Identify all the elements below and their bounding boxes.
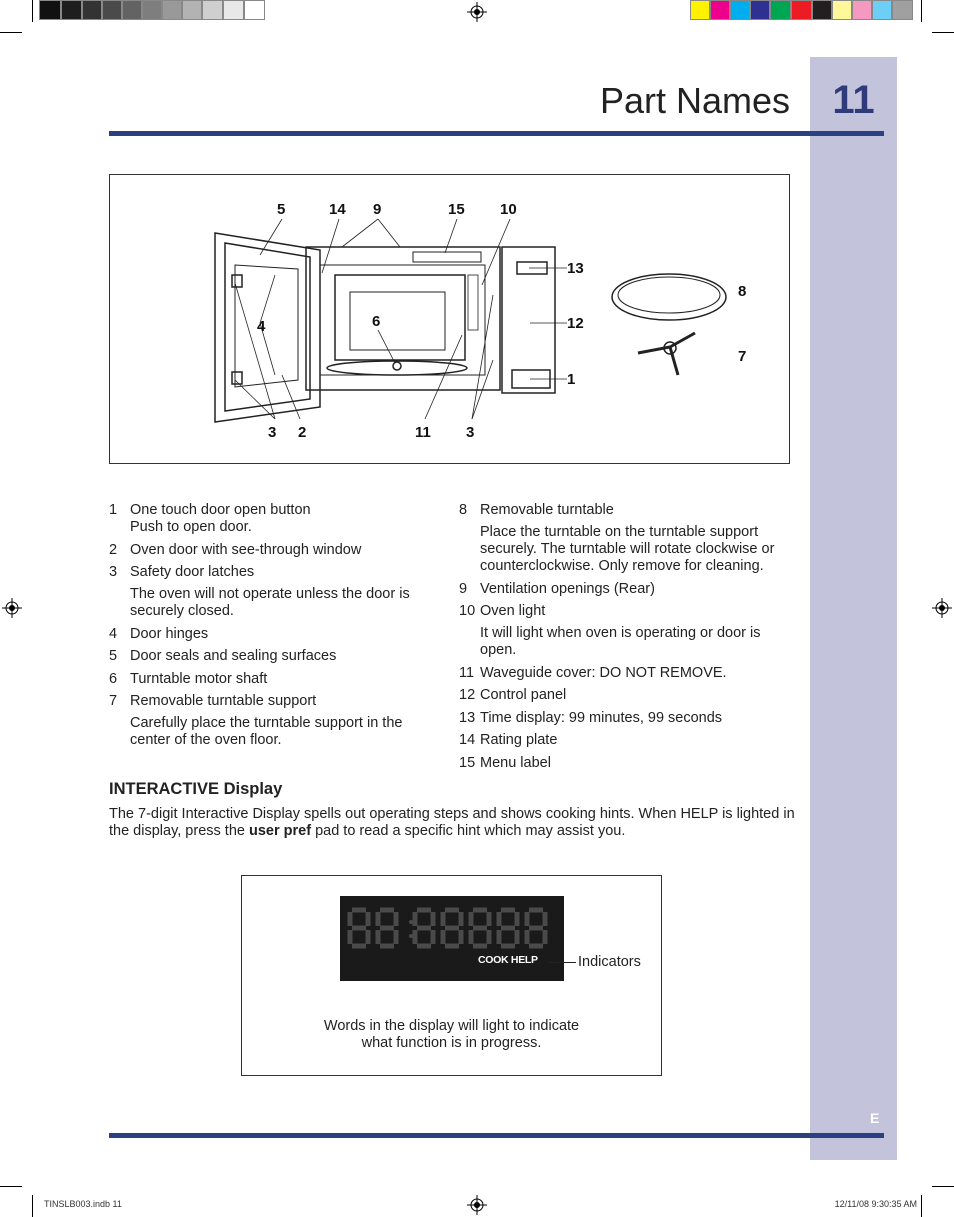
footer-timestamp: 12/11/08 9:30:35 AM bbox=[834, 1199, 917, 1209]
callout-label: 9 bbox=[373, 201, 381, 218]
page-title: Part Names bbox=[599, 80, 790, 121]
callout-label: 4 bbox=[257, 318, 266, 335]
microwave-diagram: 5 14 9 15 10 13 8 6 4 12 7 1 3 2 11 3 bbox=[109, 174, 790, 464]
callout-label: 6 bbox=[372, 313, 380, 330]
page-sidebar bbox=[810, 57, 897, 1160]
page-number: 11 bbox=[832, 78, 875, 122]
callout-label: 1 bbox=[567, 371, 575, 388]
callout-label: 14 bbox=[329, 201, 346, 218]
crop-mark bbox=[0, 1186, 22, 1187]
registration-mark-icon bbox=[932, 598, 952, 618]
header-rule bbox=[109, 131, 884, 136]
lcd-display: COOK HELP bbox=[340, 896, 564, 981]
callout-label: 15 bbox=[448, 201, 465, 218]
crop-mark bbox=[932, 32, 954, 33]
crop-mark bbox=[921, 1195, 922, 1217]
registration-mark-icon bbox=[467, 1195, 487, 1215]
callout-label: 7 bbox=[738, 348, 746, 365]
indicators-label: Indicators bbox=[578, 954, 641, 970]
microwave-illustration: 5 14 9 15 10 13 8 6 4 12 7 1 3 2 11 3 bbox=[214, 201, 746, 441]
lcd-segments bbox=[347, 907, 548, 949]
section-paragraph: The 7-digit Interactive Display spells o… bbox=[109, 806, 795, 839]
callout-label: 13 bbox=[567, 260, 584, 277]
callout-label: 2 bbox=[298, 424, 306, 441]
callout-label: 5 bbox=[277, 201, 285, 218]
section-heading: INTERACTIVE Display bbox=[109, 780, 283, 798]
lcd-indicator-words: COOK HELP bbox=[478, 954, 538, 966]
callout-label: 8 bbox=[738, 283, 746, 300]
registration-mark-icon bbox=[2, 598, 22, 618]
crop-mark bbox=[921, 0, 922, 22]
display-caption: Words in the display will light to indic… bbox=[323, 1018, 580, 1051]
crop-mark bbox=[32, 0, 33, 22]
footer-rule bbox=[109, 1133, 884, 1138]
callout-label: 3 bbox=[466, 424, 474, 441]
footer-file-info: TINSLB003.indb 11 bbox=[44, 1199, 122, 1209]
display-figure bbox=[241, 875, 662, 1076]
crop-mark bbox=[0, 32, 22, 33]
crop-mark bbox=[32, 1195, 33, 1217]
language-tab: E bbox=[870, 1110, 880, 1126]
callout-label: 11 bbox=[415, 424, 431, 441]
registration-mark-icon bbox=[467, 2, 487, 22]
crop-mark bbox=[932, 1186, 954, 1187]
callout-label: 12 bbox=[567, 315, 584, 332]
callout-label: 10 bbox=[500, 201, 517, 218]
callout-label: 3 bbox=[268, 424, 276, 441]
indicator-leader-line bbox=[548, 962, 576, 963]
